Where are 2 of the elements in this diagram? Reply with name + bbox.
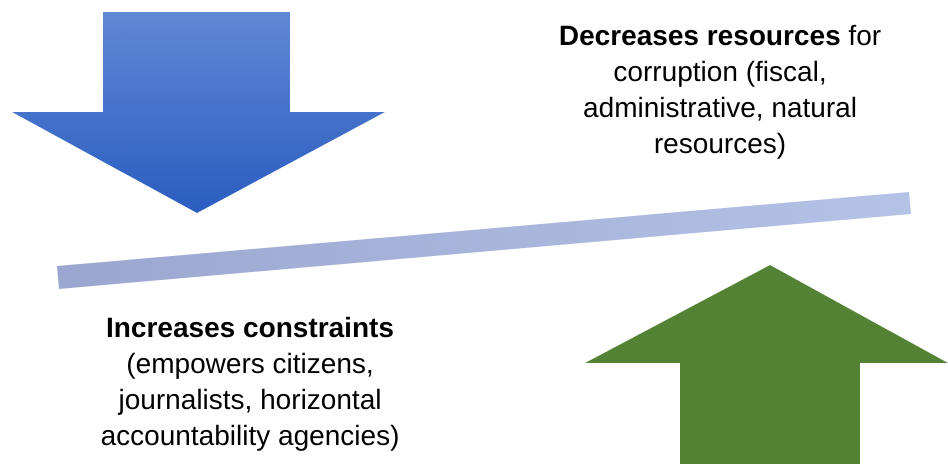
annotation-text: Decreases resources for corruption (fiscal, administrative, natural resources) [558, 19, 882, 161]
annotation-text: Increases constraints (empowers citizens, journalists, horizontal accountability agencies) [100, 311, 400, 453]
